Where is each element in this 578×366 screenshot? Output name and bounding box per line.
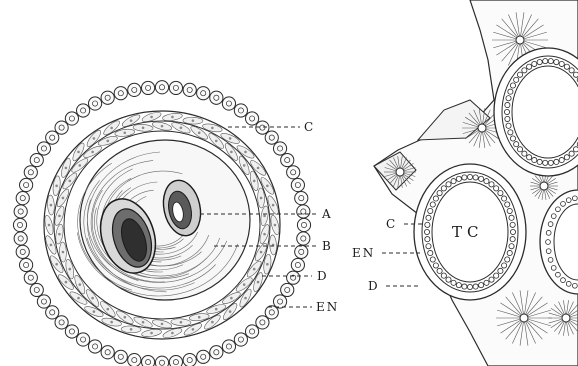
label-tc: TC xyxy=(452,223,483,241)
label-c-right: C xyxy=(386,217,397,231)
left-cyst-section: C A B D EN xyxy=(13,81,339,366)
right-tissue-section: TC C EN D xyxy=(352,0,578,366)
label-c-left: C xyxy=(304,120,315,134)
label-b: B xyxy=(322,239,333,253)
label-a: A xyxy=(321,207,333,221)
label-d-right: D xyxy=(368,279,380,293)
label-d-left: D xyxy=(317,269,329,283)
label-en-right: EN xyxy=(352,246,375,260)
label-en-left: EN xyxy=(316,300,339,314)
